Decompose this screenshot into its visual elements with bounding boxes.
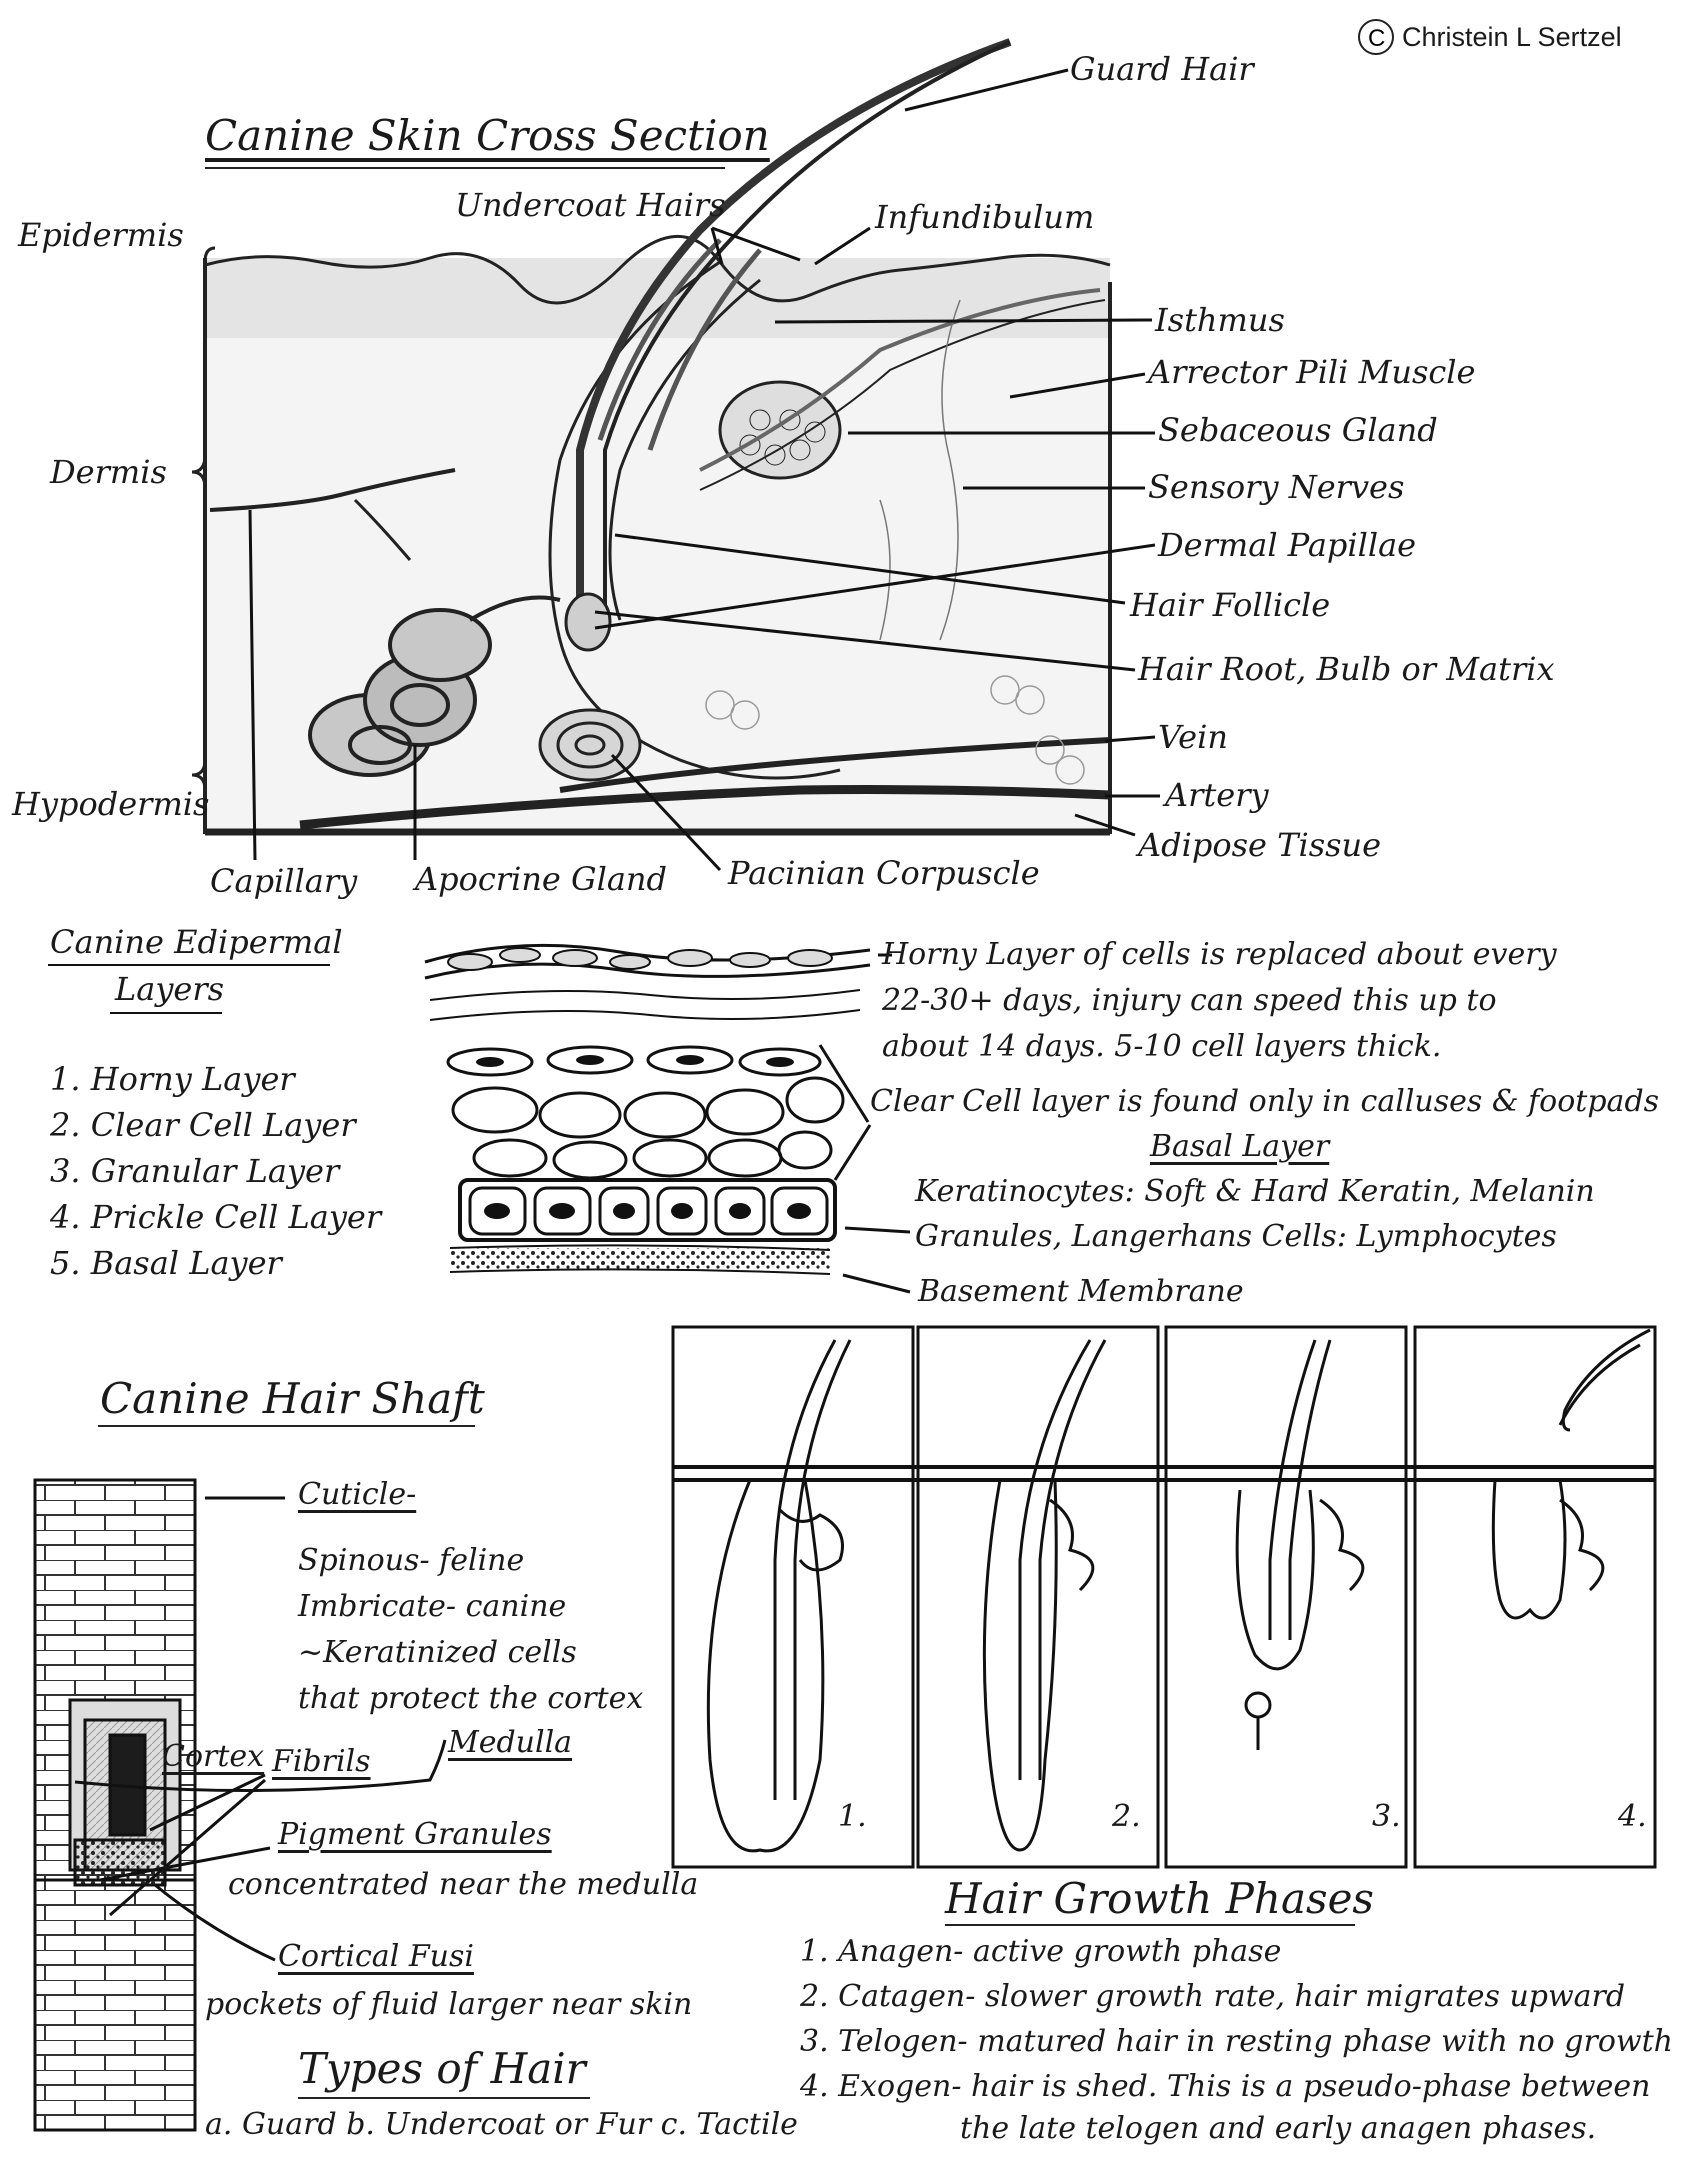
cuticle-note-line: Imbricate- canine [298, 1589, 567, 1624]
apocrine-gland-icon [308, 595, 561, 777]
pacinian-corpuscle-icon [538, 708, 642, 782]
layer-dermis: Dermis [50, 453, 167, 491]
label-artery: Artery [1165, 776, 1269, 814]
basal-note-line: Granules, Langerhans Cells: Lymphocytes [915, 1219, 1557, 1254]
label-apocrine-gland: Apocrine Gland [415, 860, 667, 898]
horny-note-line: Horny Layer of cells is replaced about e… [882, 937, 1557, 972]
label-dermal-papillae: Dermal Papillae [1158, 526, 1417, 564]
phase-list-item: 1. Anagen- active growth phase [800, 1934, 1282, 1969]
epidermal-list-item: 2. Clear Cell Layer [50, 1106, 356, 1144]
pigment-note: concentrated near the medulla [228, 1867, 699, 1902]
label-cuticle: Cuticle- [298, 1477, 417, 1512]
label-isthmus: Isthmus [1155, 301, 1285, 339]
label-capillary: Capillary [210, 862, 358, 900]
phase-panel-number: 3. [1372, 1799, 1401, 1834]
growth-phases-title: Hair Growth Phases [945, 1874, 1374, 1923]
leader-lines [248, 68, 1160, 872]
cuticle-note-line: that protect the cortex [298, 1681, 644, 1716]
layer-hypodermis: Hypodermis [12, 785, 210, 823]
hair-growth-phase-panels [671, 1325, 1657, 1869]
epidermal-title-line2: Layers [115, 970, 225, 1008]
layer-epidermis: Epidermis [18, 216, 184, 254]
epidermal-list-item: 5. Basal Layer [50, 1244, 282, 1282]
phase-list-continuation: the late telogen and early anagen phases… [960, 2111, 1597, 2146]
label-guard-hair: Guard Hair [1070, 50, 1254, 88]
phase-list-item: 2. Catagen- slower growth rate, hair mig… [800, 1979, 1626, 2014]
basal-note-line: Keratinocytes: Soft & Hard Keratin, Mela… [915, 1174, 1595, 1209]
types-of-hair-title: Types of Hair [298, 2044, 586, 2093]
epidermal-layers-diagram [424, 943, 871, 1275]
label-cortical-fusi: Cortical Fusi [278, 1939, 474, 1974]
cross-section-title: Canine Skin Cross Section [205, 111, 770, 160]
copyright-icon: C [1358, 19, 1394, 55]
phase-panel-number: 2. [1112, 1799, 1141, 1834]
basal-layer-title: Basal Layer [1150, 1129, 1330, 1164]
epidermal-list-item: 3. Granular Layer [50, 1152, 340, 1190]
epidermal-title-line1: Canine Edipermal [50, 923, 343, 961]
epidermal-leader-lines [48, 953, 911, 1294]
types-of-hair-list: a. Guard b. Undercoat or Fur c. Tactile [205, 2107, 798, 2142]
cuticle-note-line: ~Keratinized cells [298, 1635, 577, 1670]
label-medulla: Medulla [448, 1725, 573, 1760]
skin-cross-section [191, 38, 1112, 836]
hair-shaft-diagram [33, 1478, 197, 2132]
label-sensory-nerves: Sensory Nerves [1148, 468, 1405, 506]
fusi-note: pockets of fluid larger near skin [205, 1987, 693, 2022]
label-adipose-tissue: Adipose Tissue [1138, 826, 1382, 864]
copyright-text: Christein L Sertzel [1402, 22, 1622, 52]
clear-cell-note: Clear Cell layer is found only in callus… [870, 1084, 1660, 1119]
cuticle-note-line: Spinous- feline [298, 1543, 525, 1578]
label-infundibulum: Infundibulum [875, 198, 1095, 236]
horny-note-line: about 14 days. 5-10 cell layers thick. [882, 1029, 1442, 1064]
hair-shaft-title: Canine Hair Shaft [100, 1374, 485, 1423]
label-cortex: Cortex [162, 1739, 265, 1774]
phase-list-item: 3. Telogen- matured hair in resting phas… [800, 2024, 1673, 2059]
label-undercoat-hairs: Undercoat Hairs [455, 186, 726, 224]
label-pigment-granules: Pigment Granules [278, 1817, 552, 1852]
hair-shaft-leader-lines [74, 1496, 447, 1962]
phase-list-item: 4. Exogen- hair is shed. This is a pseud… [800, 2069, 1651, 2104]
label-sebaceous-gland: Sebaceous Gland [1158, 411, 1438, 449]
label-fibrils: Fibrils [272, 1744, 371, 1779]
label-pacinian-corpuscle: Pacinian Corpuscle [728, 854, 1040, 892]
basement-membrane-label: Basement Membrane [918, 1274, 1244, 1309]
phase-panel-number: 4. [1618, 1799, 1647, 1834]
horny-note-line: 22-30+ days, injury can speed this up to [882, 983, 1497, 1018]
phase-panel-number: 1. [838, 1799, 867, 1834]
epidermal-list-item: 4. Prickle Cell Layer [50, 1198, 382, 1236]
label-hair-root: Hair Root, Bulb or Matrix [1138, 650, 1555, 688]
label-vein: Vein [1158, 718, 1228, 756]
label-hair-follicle: Hair Follicle [1130, 586, 1331, 624]
label-arrector-pili: Arrector Pili Muscle [1148, 353, 1476, 391]
epidermal-list-item: 1. Horny Layer [50, 1060, 295, 1098]
svg-text:C: C [1368, 25, 1385, 52]
